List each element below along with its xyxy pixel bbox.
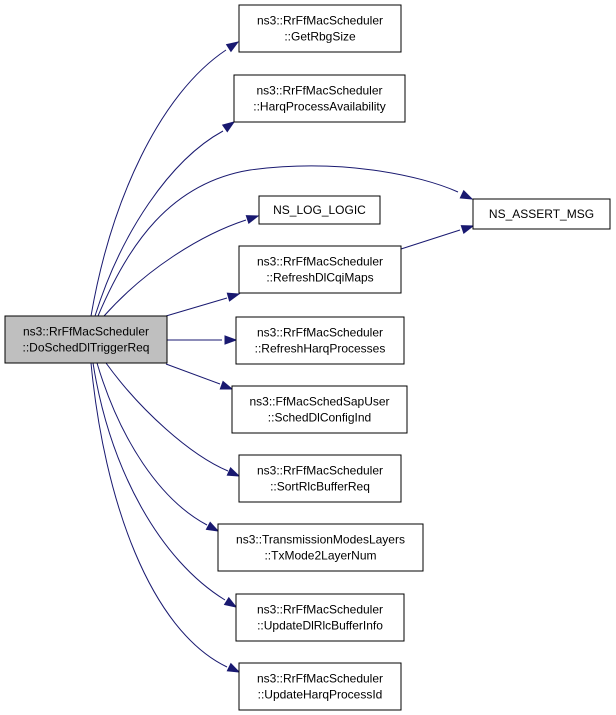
node-root[interactable]: ns3::RrFfMacScheduler::DoSchedDlTriggerR… [4, 315, 168, 364]
node-label-line: ns3::RrFfMacScheduler [257, 672, 383, 686]
edge-root-to-refreshcqi [165, 292, 241, 317]
node-label-line: NS_LOG_LOGIC [273, 203, 366, 217]
node-schedconfig[interactable]: ns3::FfMacSchedSapUser::SchedDlConfigInd [231, 385, 408, 434]
node-label-line: ::DoSchedDlTriggerReq [23, 341, 150, 355]
edge-root-to-updateharq [90, 362, 241, 673]
edge-line [97, 165, 459, 317]
edge-refreshcqi-to-nsassertmsg [400, 225, 475, 250]
edge-root-to-txmode [96, 362, 220, 532]
edge-arrowhead [226, 467, 241, 477]
node-sortrlc[interactable]: ns3::RrFfMacScheduler::SortRlcBufferReq [238, 454, 402, 503]
node-txmode[interactable]: ns3::TransmissionModesLayers::TxMode2Lay… [217, 523, 424, 572]
edge-line [96, 362, 208, 526]
node-label-line: NS_ASSERT_MSG [489, 207, 594, 221]
edge-line [90, 49, 227, 317]
edge-arrowhead [245, 215, 260, 225]
node-box [233, 74, 406, 123]
node-label-line: ::RefreshHarqProcesses [255, 342, 386, 356]
edge-line [400, 229, 461, 250]
node-label-line: ns3::TransmissionModesLayers [236, 533, 405, 547]
edge-root-to-nsloglogic [103, 215, 260, 317]
node-label-line: ::TxMode2LayerNum [264, 549, 376, 563]
nodes-layer: ns3::RrFfMacScheduler::DoSchedDlTriggerR… [4, 4, 611, 711]
node-box [238, 4, 402, 53]
node-updateharq[interactable]: ns3::RrFfMacScheduler::UpdateHarqProcess… [238, 662, 402, 711]
node-box [238, 662, 402, 711]
node-getrbgsize[interactable]: ns3::RrFfMacScheduler::GetRbgSize [238, 4, 402, 53]
node-box [4, 315, 168, 364]
edge-root-to-nsassertmsg [97, 165, 474, 317]
edge-root-to-updaterlc [92, 362, 238, 608]
edge-arrowhead [460, 225, 475, 235]
node-label-line: ns3::RrFfMacScheduler [257, 464, 383, 478]
edge-root-to-harqavail [94, 121, 236, 317]
node-label-line: ::SchedDlConfigInd [268, 411, 371, 425]
node-box [231, 385, 408, 434]
node-label-line: ::GetRbgSize [284, 30, 356, 44]
edge-line [92, 362, 226, 601]
edge-line [165, 363, 221, 385]
node-label-line: ns3::RrFfMacScheduler [257, 326, 383, 340]
node-box [235, 593, 405, 642]
edge-arrowhead [226, 292, 241, 302]
edge-arrowhead [223, 596, 238, 608]
node-label-line: ns3::RrFfMacScheduler [257, 255, 383, 269]
node-nsloglogic[interactable]: NS_LOG_LOGIC [258, 195, 381, 225]
node-label-line: ns3::RrFfMacScheduler [23, 325, 149, 339]
node-box [217, 523, 424, 572]
node-box [238, 245, 402, 294]
edge-line [94, 130, 224, 317]
node-nsassertmsg[interactable]: NS_ASSERT_MSG [472, 198, 611, 230]
node-label-line: ns3::RrFfMacScheduler [257, 603, 383, 617]
node-label-line: ::HarqProcessAvailability [253, 100, 386, 114]
node-label-line: ns3::RrFfMacScheduler [257, 14, 383, 28]
edge-arrowhead [226, 662, 241, 673]
node-label-line: ::SortRlcBufferReq [270, 480, 370, 494]
node-updaterlc[interactable]: ns3::RrFfMacScheduler::UpdateDlRlcBuffer… [235, 593, 405, 642]
node-box [258, 195, 381, 225]
node-harqavail[interactable]: ns3::RrFfMacScheduler::HarqProcessAvaila… [233, 74, 406, 123]
edge-root-to-sortrlc [105, 362, 241, 477]
edge-root-to-schedconfig [165, 363, 234, 390]
node-box [238, 454, 402, 503]
edge-line [165, 297, 228, 317]
node-refreshharq[interactable]: ns3::RrFfMacScheduler::RefreshHarqProces… [235, 316, 405, 365]
edge-arrowhead [221, 121, 236, 133]
node-refreshcqi[interactable]: ns3::RrFfMacScheduler::RefreshDlCqiMaps [238, 245, 402, 294]
edge-root-to-refreshharq [167, 335, 238, 345]
node-label-line: ns3::RrFfMacScheduler [256, 84, 382, 98]
edge-arrowhead [205, 521, 220, 532]
edge-arrowhead [225, 41, 240, 53]
node-box [472, 198, 611, 230]
node-label-line: ::UpdateHarqProcessId [258, 688, 383, 702]
node-label-line: ::UpdateDlRlcBufferInfo [257, 619, 383, 633]
edge-line [103, 219, 247, 317]
node-label-line: ::RefreshDlCqiMaps [266, 271, 373, 285]
node-box [235, 316, 405, 365]
edge-line [105, 362, 229, 472]
edge-arrowhead [224, 335, 238, 345]
edge-arrowhead [459, 189, 474, 200]
edge-line [90, 362, 228, 668]
edge-root-to-getrbgsize [90, 41, 240, 317]
node-label-line: ns3::FfMacSchedSapUser [249, 395, 389, 409]
edge-arrowhead [219, 380, 234, 390]
edges-layer [90, 41, 475, 673]
